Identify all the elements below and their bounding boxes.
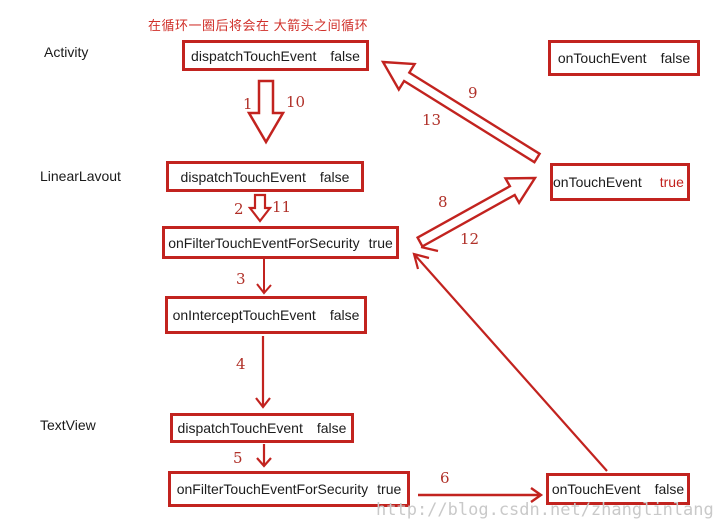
arrow-4-down <box>255 336 271 409</box>
arrow-6-right <box>418 487 544 503</box>
method-result: true <box>368 234 393 251</box>
loop-annotation: 在循环一圈后将会在 大箭头之间循环 <box>148 18 369 33</box>
box-linearlayout-onintercepttouchevent: onInterceptTouchEvent false <box>165 296 367 334</box>
box-linearlayout-onfiltertoucheventforsecurity: onFilterTouchEventForSecurity true <box>162 226 399 259</box>
step-label-10: 10 <box>286 93 306 111</box>
method-result: true <box>659 174 684 190</box>
layer-label-linearlayout: LinearLavout <box>40 168 121 184</box>
arrow-2-11-block-down <box>247 193 273 223</box>
box-activity-dispatchtouchevent: dispatchTouchEvent false <box>182 40 369 71</box>
method-name: onFilterTouchEventForSecurity <box>168 234 360 251</box>
method-name: onFilterTouchEventForSecurity <box>176 481 369 497</box>
step-label-2: 2 <box>234 200 244 218</box>
step-label-5: 5 <box>233 449 243 467</box>
arrow-1-10-block-down <box>246 79 286 145</box>
method-result: true <box>377 481 402 497</box>
method-name: onInterceptTouchEvent <box>172 307 316 323</box>
arrow-3-down <box>256 259 272 295</box>
step-label-12: 12 <box>460 230 480 248</box>
method-name: onTouchEvent <box>551 481 641 497</box>
method-name: onTouchEvent <box>553 174 642 190</box>
arrow-7-return-diagonal <box>412 245 608 472</box>
method-name: dispatchTouchEvent <box>177 420 303 436</box>
box-textview-dispatchtouchevent: dispatchTouchEvent false <box>170 413 354 443</box>
layer-label-activity: Activity <box>44 44 89 60</box>
watermark: http://blog.csdn.net/zhanglinlang <box>376 500 714 520</box>
method-result: false <box>319 168 350 185</box>
box-linearlayout-ontouchevent: onTouchEvent true <box>550 163 690 201</box>
method-result: false <box>654 481 685 497</box>
method-result: false <box>329 307 360 323</box>
box-textview-ontouchevent: onTouchEvent false <box>546 473 690 505</box>
step-label-13: 13 <box>422 111 442 129</box>
step-label-6: 6 <box>440 469 450 487</box>
layer-label-textview: TextView <box>40 417 96 433</box>
method-result: false <box>660 50 691 66</box>
method-name: dispatchTouchEvent <box>180 168 306 185</box>
arrow-9-13-block-upleft <box>380 60 542 164</box>
method-result: false <box>316 420 347 436</box>
box-activity-ontouchevent: onTouchEvent false <box>548 40 700 76</box>
step-label-4: 4 <box>236 355 246 373</box>
step-label-3: 3 <box>236 270 246 288</box>
step-label-9: 9 <box>468 84 478 102</box>
box-textview-onfiltertoucheventforsecurity: onFilterTouchEventForSecurity true <box>168 471 410 507</box>
method-name: dispatchTouchEvent <box>191 47 317 64</box>
arrow-8-12-block-upright <box>415 176 538 249</box>
step-label-1: 1 <box>243 95 253 113</box>
method-name: onTouchEvent <box>557 50 647 66</box>
method-result: false <box>330 47 360 64</box>
step-label-8: 8 <box>438 193 448 211</box>
box-linearlayout-dispatchtouchevent: dispatchTouchEvent false <box>166 161 364 192</box>
step-label-11: 11 <box>272 198 292 216</box>
arrow-5-down <box>256 444 272 468</box>
